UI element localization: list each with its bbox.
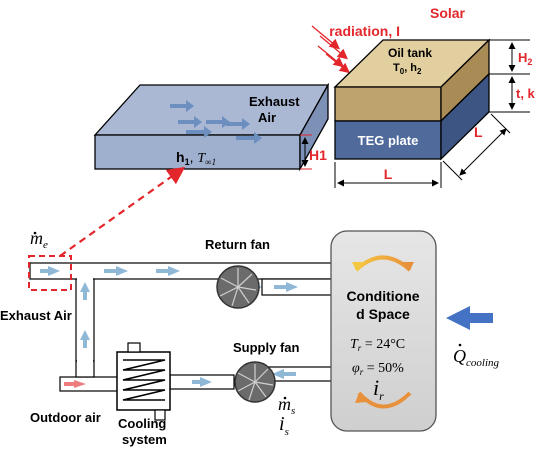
flow-arrow-return-fan	[274, 282, 298, 292]
supply-fan	[234, 361, 276, 403]
return-fan-label: Return fan	[205, 237, 270, 252]
q-cooling-label: Qcooling	[453, 346, 499, 369]
flow-arrow-supply-2	[272, 369, 296, 379]
exhaust-label-line2: Air	[258, 110, 276, 125]
space-temperature: Tr = 24°C	[350, 337, 405, 353]
outdoor-air-arrow	[64, 380, 86, 388]
conditioned-space-box	[330, 230, 437, 432]
recirc-arrow-top	[354, 255, 412, 272]
oil-tank-label: Oil tank	[388, 46, 432, 60]
return-duct	[29, 262, 333, 280]
me-label-group: me	[30, 228, 48, 251]
conditioned-space: Conditione d Space Tr = 24°C φr = 50% ir	[330, 230, 437, 432]
oil-tank-teg-block: Oil tank T0, h2 TEG plate L L H2 t,	[333, 38, 536, 188]
is-label: is	[279, 413, 289, 438]
solar-label-line1: Solar	[430, 5, 466, 21]
flow-arrow-return-1	[104, 266, 128, 276]
me-label: me	[30, 228, 48, 251]
slab-flow-arrows	[170, 100, 262, 144]
dim-H2	[489, 39, 530, 75]
dim-H1-label: H1	[309, 147, 327, 163]
outdoor-air-label: Outdoor air	[30, 410, 101, 425]
oil-tank-front-face	[334, 86, 442, 122]
duct-joints	[77, 277, 93, 363]
flow-arrow-exhaust	[40, 266, 60, 276]
h1-tinf-label: h1, T∞1	[176, 149, 216, 167]
flow-arrow-return-2	[156, 266, 180, 276]
oil-tank-params: T0, h2	[393, 62, 422, 76]
exhaust-air-label: Exhaust Air	[0, 308, 72, 323]
exhaust-slab-front	[94, 134, 301, 170]
dim-tk	[489, 76, 530, 113]
cooling-system-label-2: system	[122, 432, 167, 447]
dim-L-side	[442, 113, 511, 181]
ms-is-label-group: ms is	[278, 394, 295, 438]
cooling-load-arrow	[446, 306, 493, 330]
dim-L-bottom-label: L	[384, 166, 393, 182]
space-title-line1: Conditione	[346, 288, 419, 304]
exhaust-slab: Exhaust Air h1, T∞1 H1	[93, 82, 330, 172]
space-title-line2: d Space	[356, 306, 410, 322]
supply-fan-label: Supply fan	[233, 340, 300, 355]
solar-radiation-group: Solar radiation, I	[311, 5, 466, 74]
exhaust-highlight-box	[28, 255, 72, 291]
flow-arrow-down-1	[80, 282, 90, 300]
solar-ray-lines	[311, 25, 351, 74]
solar-label-line2: radiation, I	[329, 23, 400, 39]
dim-L-side-label: L	[474, 124, 483, 140]
dim-L-bottom	[334, 162, 442, 188]
junction-duct	[75, 360, 95, 378]
teg-plate-label: TEG plate	[358, 133, 419, 148]
exhaust-slab-top	[93, 84, 330, 136]
space-humidity: φr = 50%	[352, 361, 404, 377]
flow-arrow-down-2	[80, 330, 90, 348]
cooling-system-label-1: Cooling	[118, 416, 166, 431]
dim-H2-label: H2	[518, 50, 532, 67]
zoom-connector-dashed	[59, 166, 186, 257]
dim-H1	[300, 134, 312, 170]
cooling-coil	[116, 342, 171, 421]
flow-arrow-supply-1	[192, 377, 212, 387]
teg-plate-front-face	[334, 120, 442, 160]
exhaust-label-line1: Exhaust	[249, 94, 300, 109]
cooling-load-group: Qcooling	[446, 306, 499, 369]
ms-label: ms	[278, 394, 295, 417]
return-fan	[216, 265, 260, 309]
dim-tk-label: t, k	[516, 86, 536, 101]
space-enthalpy: ir	[373, 375, 384, 403]
recirc-arrow-bottom	[357, 391, 412, 409]
